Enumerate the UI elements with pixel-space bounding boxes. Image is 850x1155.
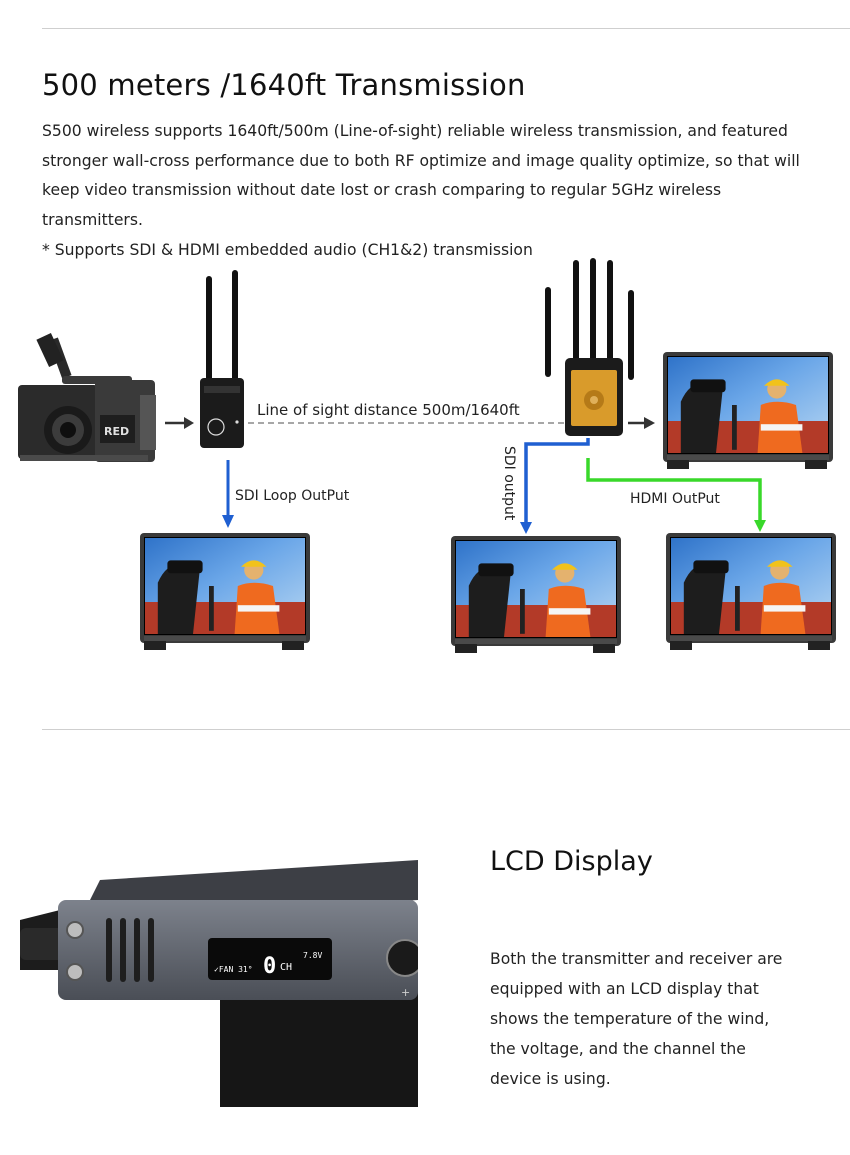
monitor-receiver-main: [663, 352, 833, 469]
lcd-closeup-photo: ✓FAN 31° 0 CH 7.8V +: [20, 860, 418, 1107]
distance-label: Line of sight distance 500m/1640ft: [257, 401, 520, 419]
lcd-fan-readout: ✓FAN 31°: [214, 965, 253, 974]
lcd-screen: [208, 938, 332, 980]
monitor-hdmi-output: [666, 533, 836, 650]
audio-support-note: * Supports SDI & HDMI embedded audio (CH…: [42, 241, 533, 259]
lcd-channel-number: 0: [263, 954, 276, 979]
sdi-loop-output-label: SDI Loop OutPut: [235, 488, 350, 504]
lcd-channel-unit: CH: [280, 962, 292, 973]
transmission-diagram: RED Line of sight distance 500m/1640ft S…: [18, 258, 836, 653]
top-divider: [42, 28, 850, 29]
monitor-sdi-loop: [140, 533, 310, 650]
camera-rig: RED: [18, 333, 156, 462]
svg-text:+: +: [401, 986, 410, 999]
red-brand-label: RED: [104, 425, 129, 438]
lcd-voltage-readout: 7.8V: [303, 951, 322, 960]
hdmi-output-label: HDMI OutPut: [630, 491, 720, 507]
lcd-description: Both the transmitter and receiver are eq…: [490, 950, 783, 1088]
monitor-sdi-output: [451, 536, 621, 653]
section-title-lcd: LCD Display: [490, 846, 653, 877]
receiver-device: [545, 258, 634, 436]
middle-divider: [42, 729, 850, 730]
section-title-transmission: 500 meters /1640ft Transmission: [42, 68, 526, 102]
sdi-output-label: SDI output: [501, 446, 517, 521]
transmitter-device: [200, 270, 244, 448]
transmission-description: S500 wireless supports 1640ft/500m (Line…: [42, 122, 800, 229]
